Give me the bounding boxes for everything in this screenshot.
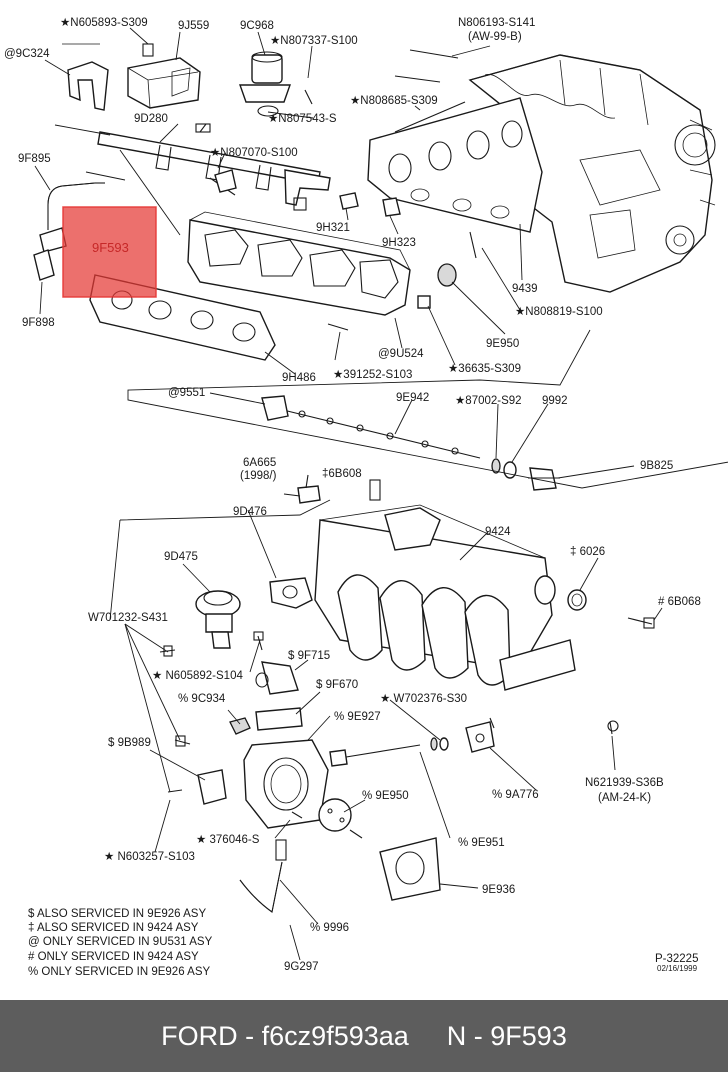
leader-lines [34, 27, 728, 961]
label-n806193: N806193-S141 [458, 17, 535, 29]
label-9424: 9424 [485, 526, 511, 538]
screws-drawing [159, 631, 264, 793]
label-9b989: $ 9B989 [108, 737, 151, 749]
label-9c934: % 9C934 [178, 693, 226, 705]
label-9f670: $ 9F670 [316, 679, 358, 691]
pressure-regulator-9c968-drawing [239, 51, 313, 117]
footer-brand: FORD [161, 1020, 238, 1051]
label-9992: 9992 [542, 395, 568, 407]
fuel-hose-drawing [33, 182, 105, 281]
pcv-hose-drawing [239, 811, 303, 913]
shaft-9e942-drawing [261, 395, 560, 491]
label-9439: 9439 [512, 283, 538, 295]
highlight-9f593: 9F593 [62, 206, 157, 298]
label-9e951: % 9E951 [458, 837, 505, 849]
label-9996: % 9996 [310, 922, 349, 934]
fittings-drawing [195, 123, 401, 217]
label-9j559: 9J559 [178, 20, 209, 32]
label-9e927: % 9E927 [334, 711, 381, 723]
label-9u524: @9U524 [378, 348, 424, 360]
label-n605892: ★ N605892-S104 [152, 670, 243, 682]
label-w702376: ★ W702376-S30 [380, 693, 467, 705]
footer-prefix: N [446, 1020, 467, 1051]
label-p32225: P-32225 [655, 953, 698, 965]
lower-intake-manifold-9424-drawing [314, 504, 576, 691]
label-6b608: ‡6B608 [322, 468, 362, 480]
footer-separator-1: - [237, 1020, 262, 1051]
bracket-9c324-drawing [67, 61, 109, 111]
label-9d475: 9D475 [164, 551, 198, 563]
label-aw99b: (AW-99-B) [468, 31, 522, 43]
label-87002: ★87002-S92 [455, 395, 522, 407]
label-n603257: ★ N603257-S103 [104, 851, 195, 863]
exploded-parts-diagram: ★N605893-S309 9J559 9C968 ★N807337-S100 … [4, 17, 728, 978]
label-9e936: 9E936 [482, 884, 515, 896]
label-n807337: ★N807337-S100 [270, 35, 358, 47]
label-9c324: @9C324 [4, 48, 50, 60]
label-376046: ★ 376046-S [196, 834, 260, 846]
label-9e950-upper: 9E950 [486, 338, 519, 350]
legend-line-2: ‡ ALSO SERVICED IN 9424 ASY [28, 922, 199, 934]
label-n621939: N621939-S36B [585, 777, 664, 789]
label-n807543: ★N807543-S [268, 113, 337, 125]
label-9d476: 9D476 [233, 506, 267, 518]
manifold-gasket-drawing [367, 97, 543, 233]
label-9551: @9551 [168, 387, 205, 399]
label-9f898: 9F898 [22, 317, 55, 329]
label-9e950-lower: % 9E950 [362, 790, 409, 802]
legend: $ ALSO SERVICED IN 9E926 ASY ‡ ALSO SERV… [28, 908, 213, 978]
label-6a665: 6A665 [243, 457, 276, 469]
label-6b068: # 6B068 [658, 596, 701, 608]
label-n807070: ★N807070-S100 [210, 147, 298, 159]
label-9g297: 9G297 [284, 961, 319, 973]
label-9e942: 9E942 [396, 392, 429, 404]
label-36635: ★36635-S309 [448, 363, 521, 375]
label-n605893: ★N605893-S309 [60, 17, 148, 29]
highlight-box [62, 206, 157, 298]
throttle-shaft-drawing [329, 717, 619, 767]
label-9d280: 9D280 [134, 113, 168, 125]
part-labels: ★N605893-S309 9J559 9C968 ★N807337-S100 … [4, 17, 701, 973]
fuel-rail-drawing [97, 131, 331, 211]
footer-part-number: f6cz9f593aa [261, 1020, 409, 1051]
label-date: 02/16/1999 [657, 964, 698, 973]
label-9f715: $ 9F715 [288, 650, 330, 662]
spacer-9e950-drawing [327, 231, 477, 331]
label-9b825: 9B825 [640, 460, 673, 472]
highlight-label: 9F593 [92, 240, 129, 255]
vacuum-block-9j559-drawing [127, 43, 201, 109]
egr-valve-drawing [195, 577, 313, 649]
label-6026: ‡ 6026 [570, 546, 605, 558]
label-n808685: ★N808685-S309 [350, 95, 438, 107]
label-9f895: 9F895 [18, 153, 51, 165]
legend-line-3: @ ONLY SERVICED IN 9U531 ASY [28, 936, 213, 948]
legend-line-5: % ONLY SERVICED IN 9E926 ASY [28, 966, 210, 978]
label-1998: (1998/) [240, 470, 277, 482]
studs-drawing [62, 43, 466, 133]
label-n808819: ★N808819-S100 [515, 306, 603, 318]
throttle-plate-drawing [318, 798, 441, 901]
footer-code: 9F593 [490, 1020, 567, 1051]
label-9a776: % 9A776 [492, 789, 539, 801]
label-w701232: W701232-S431 [88, 612, 168, 624]
label-9c968: 9C968 [240, 20, 274, 32]
part-footer-bar: FORD - f6cz9f593aa N - 9F593 [0, 1000, 728, 1072]
label-9h323: 9H323 [382, 237, 416, 249]
label-9h321: 9H321 [316, 222, 350, 234]
label-am24k: (AM-24-K) [598, 792, 651, 804]
label-391252: ★391252-S103 [333, 369, 412, 381]
throttle-body-drawing [197, 661, 329, 829]
legend-line-1: $ ALSO SERVICED IN 9E926 ASY [28, 908, 206, 920]
label-9h486: 9H486 [282, 372, 316, 384]
footer-separator-2: - [466, 1020, 491, 1051]
small-parts-drawing [283, 474, 655, 629]
legend-line-4: # ONLY SERVICED IN 9424 ASY [28, 951, 199, 963]
upper-intake-manifold-drawing [187, 211, 411, 316]
